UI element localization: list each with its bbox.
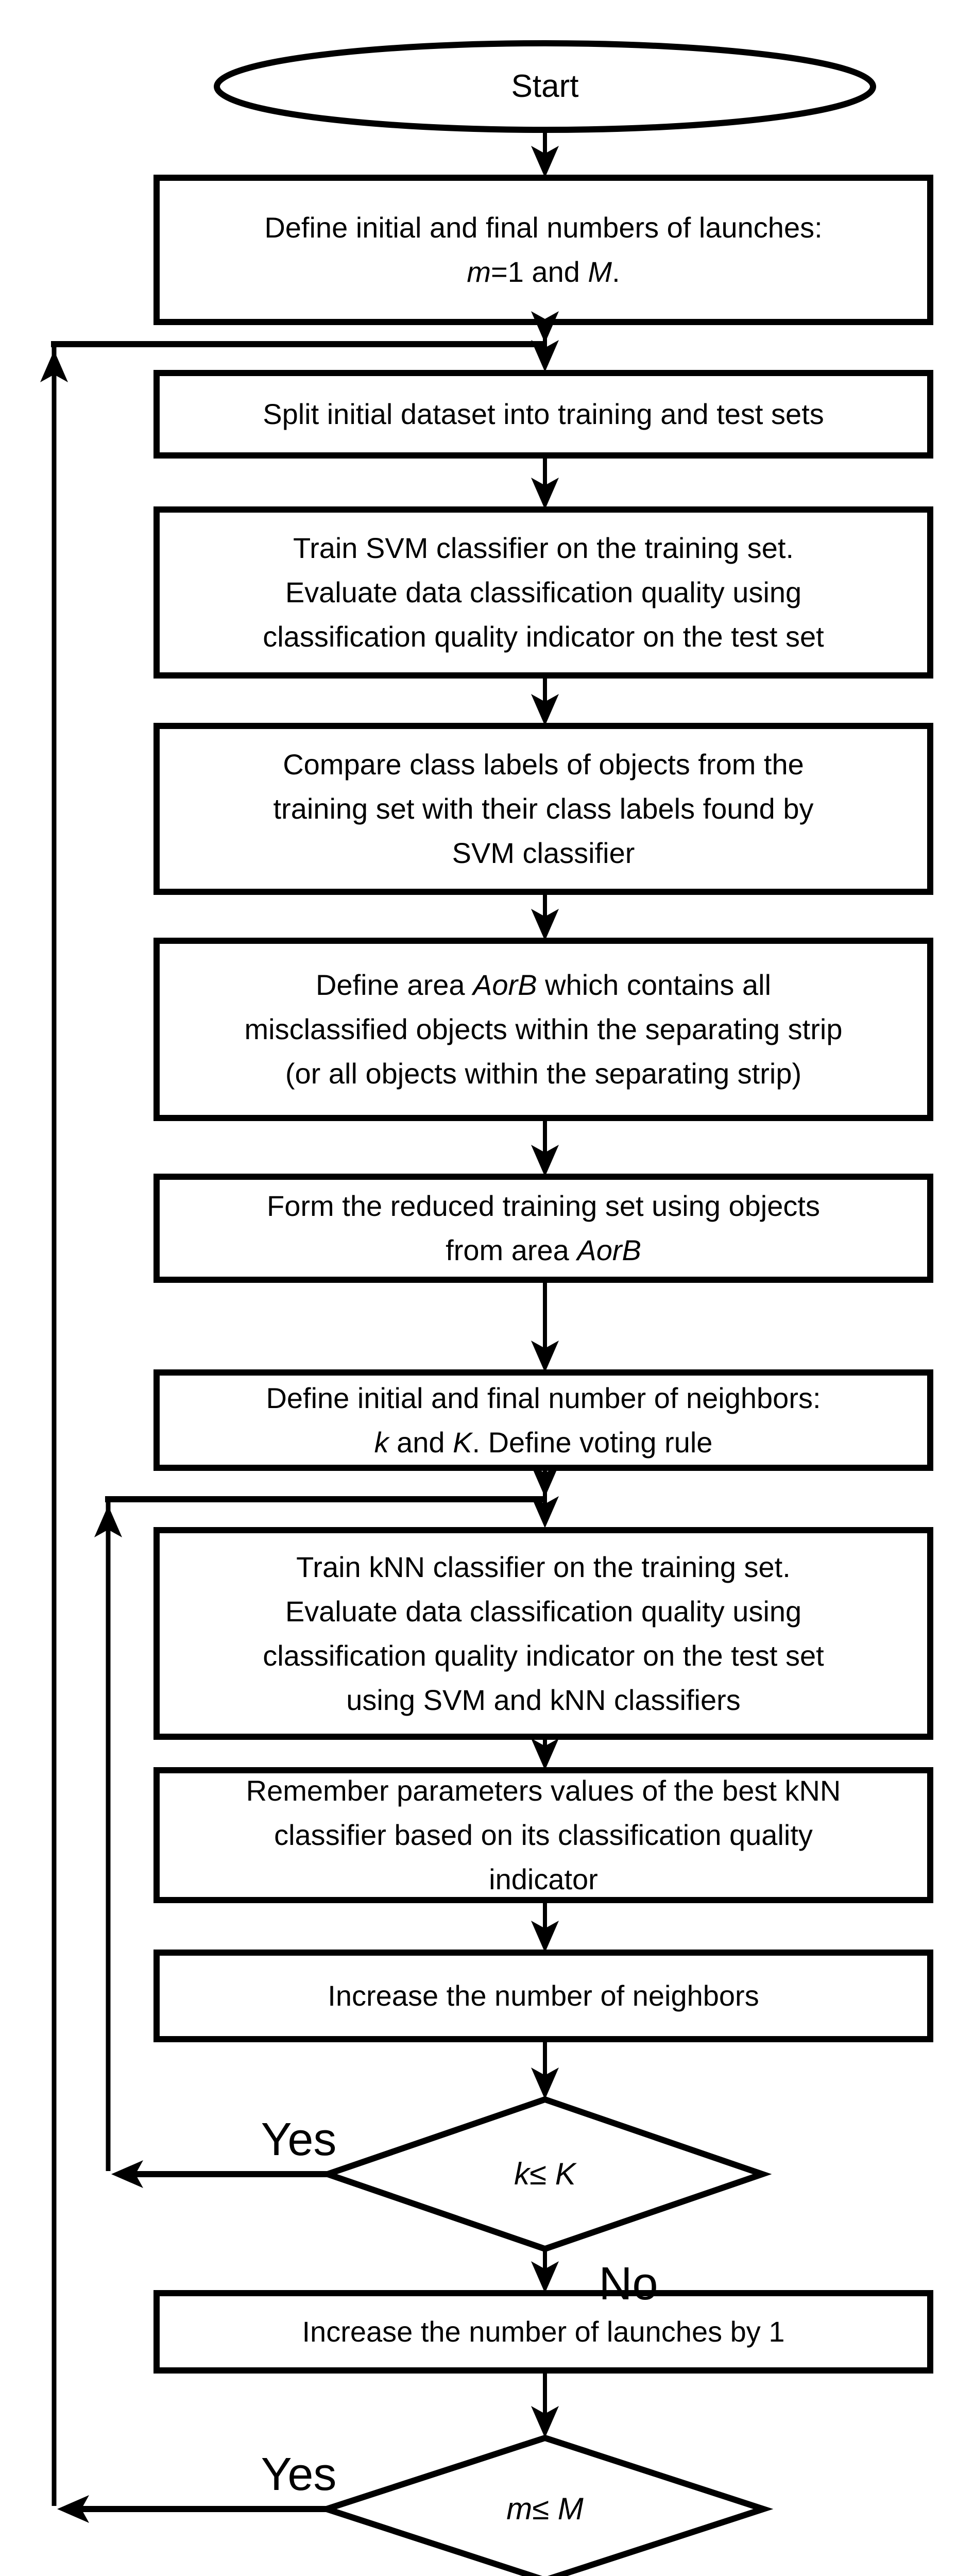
- text-line: Split initial dataset into training and …: [263, 398, 824, 430]
- text-line: Increase the number of neighbors: [328, 1979, 759, 2012]
- node-split-dataset-label: Split initial dataset into training and …: [165, 373, 922, 455]
- decision-k-diamond-shape: [318, 2096, 772, 2252]
- arrowhead-into-compare: [531, 694, 559, 726]
- arrowhead-into-increase-launches: [531, 2261, 559, 2293]
- train-knn-box-shape: [153, 1527, 933, 1740]
- define-neighbors-box-shape: [153, 1369, 933, 1471]
- node-define-launches-label: Define initial and final numbers of laun…: [165, 178, 922, 322]
- text-line: Evaluate data classification quality usi…: [285, 576, 802, 608]
- arrowhead-into-define-area: [531, 909, 559, 941]
- node-decision-m-label: m≤ M: [361, 2458, 729, 2561]
- arrowhead-into-define-neighbors: [531, 1341, 559, 1372]
- arrowhead-into-increase-neighbors: [531, 1921, 559, 1953]
- text-line: Remember parameters values of the best k…: [246, 1774, 841, 1807]
- arrowhead-loop-k-up: [94, 1505, 122, 1537]
- text-line: (or all objects within the separating st…: [285, 1057, 802, 1090]
- text-line: Train SVM classifier on the training set…: [293, 532, 794, 564]
- text-line: Define initial and final numbers of laun…: [264, 211, 823, 244]
- arrowhead-into-form-reduced: [531, 1145, 559, 1177]
- node-train-knn-label: Train kNN classifier on the training set…: [165, 1530, 922, 1737]
- flow-connectors: [531, 130, 559, 2438]
- text-line: m=1 and M.: [467, 256, 620, 288]
- arrowhead-into-decision-k: [531, 2067, 559, 2099]
- node-decision-k-label: k≤ K: [361, 2123, 729, 2226]
- arrowhead-loop-m-up: [40, 350, 68, 382]
- text-line: Form the reduced training set using obje…: [267, 1190, 820, 1222]
- text-line: Increase the number of launches by 1: [302, 2315, 785, 2348]
- arrowhead-into-remember: [531, 1738, 559, 1770]
- text-line: Define initial and final number of neigh…: [266, 1381, 821, 1414]
- text-line: from area AorB: [446, 1234, 641, 1266]
- text-line: using SVM and kNN classifiers: [346, 1683, 741, 1716]
- define-launches-box-shape: [153, 175, 933, 325]
- increase-neighbors-box-shape: [153, 1950, 933, 2042]
- train-svm-box-shape: [153, 506, 933, 679]
- text-line: misclassified objects within the separat…: [244, 1013, 843, 1045]
- text-line: k and K. Define voting rule: [374, 1426, 713, 1459]
- edge-label-yes-m: Yes: [261, 2449, 337, 2500]
- text-line: k≤ K: [514, 2157, 576, 2191]
- text-line: classification quality indicator on the …: [263, 620, 824, 653]
- text-line: indicator: [489, 1863, 598, 1895]
- text-line: m≤ M: [506, 2492, 584, 2526]
- arrowhead-yes-m: [57, 2495, 89, 2523]
- arrowhead-into-split: [531, 340, 559, 372]
- node-increase-launches-label: Increase the number of launches by 1: [165, 2293, 922, 2370]
- node-define-neighbors-label: Define initial and final number of neigh…: [165, 1372, 922, 1468]
- text-line: classification quality indicator on the …: [263, 1639, 824, 1672]
- arrowhead-into-train-svm: [531, 478, 559, 510]
- text-line: SVM classifier: [452, 837, 635, 869]
- arrowhead-into-train-knn: [531, 1496, 559, 1528]
- edge-label-yes-k: Yes: [261, 2114, 337, 2165]
- arrowhead-into-define-launches: [531, 146, 559, 178]
- compare-labels-box-shape: [153, 723, 933, 895]
- text-line: classifier based on its classification q…: [274, 1819, 813, 1851]
- arrowhead-into-decision-m: [531, 2406, 559, 2438]
- define-area-box-shape: [153, 938, 933, 1121]
- node-form-reduced-label: Form the reduced training set using obje…: [165, 1177, 922, 1280]
- split-dataset-box-shape: [153, 370, 933, 459]
- edge-label-no-m: No: [551, 2572, 685, 2576]
- edge-label-no-k: No: [599, 2258, 658, 2310]
- node-train-svm-label: Train SVM classifier on the training set…: [165, 510, 922, 675]
- decision-m-diamond-shape: [316, 2434, 774, 2576]
- text-line: Train kNN classifier on the training set…: [296, 1550, 791, 1583]
- arrowhead-yes-k: [111, 2160, 143, 2188]
- text-line: Compare class labels of objects from the: [283, 748, 804, 781]
- text-line: Define area AorB which contains all: [315, 969, 772, 1001]
- start-ellipse-shape: [214, 40, 876, 133]
- form-reduced-box-shape: [153, 1174, 933, 1283]
- node-define-area-label: Define area AorB which contains all misc…: [165, 941, 922, 1118]
- text-line: Evaluate data classification quality usi…: [285, 1595, 802, 1628]
- node-compare-labels-label: Compare class labels of objects from the…: [165, 726, 922, 892]
- text-line: training set with their class labels fou…: [273, 792, 814, 825]
- node-remember-params-label: Remember parameters values of the best k…: [165, 1770, 922, 1900]
- remember-params-box-shape: [153, 1767, 933, 1903]
- node-start-label: Start: [511, 69, 579, 104]
- node-increase-neighbors-label: Increase the number of neighbors: [165, 1953, 922, 2039]
- increase-launches-box-shape: [153, 2290, 933, 2374]
